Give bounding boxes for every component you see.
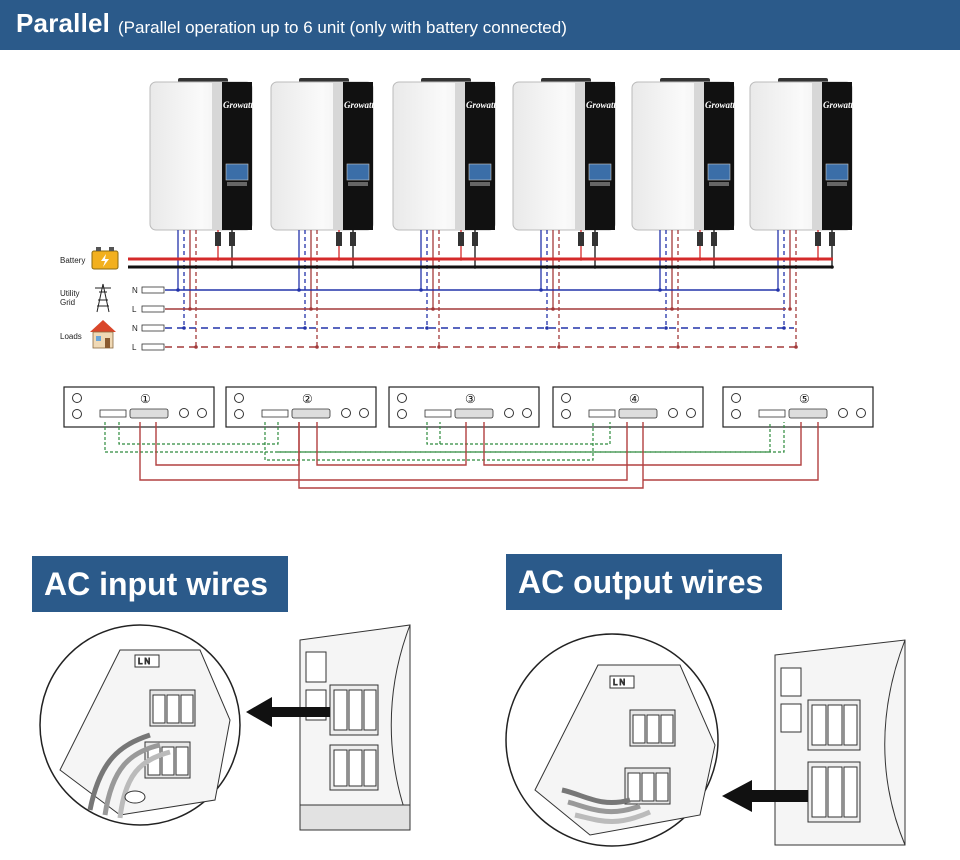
ac-input-arrow-icon bbox=[246, 697, 330, 727]
bus-lines bbox=[128, 257, 833, 348]
page-title: Parallel bbox=[16, 8, 111, 38]
utility-tower-icon bbox=[95, 283, 111, 313]
green-signal-wire-3 bbox=[264, 422, 594, 461]
bus-terminal-label: N bbox=[132, 286, 138, 295]
legend: Battery Utility Grid Loads N L N L bbox=[60, 247, 165, 352]
inverter-unit: Growatt bbox=[270, 78, 375, 349]
ac-input-banner: AC input wires bbox=[32, 556, 288, 612]
utility-grid-label-2: Grid bbox=[60, 298, 75, 307]
red-signal-wire-1 bbox=[139, 422, 628, 481]
inverter-unit: Growatt bbox=[749, 78, 854, 349]
loads-label: Loads bbox=[60, 332, 82, 341]
green-signal-wire-5 bbox=[440, 422, 611, 445]
parallel-board-number: ③ bbox=[465, 392, 476, 406]
inverter-brand-logo: Growatt bbox=[466, 100, 497, 110]
bus-terminal-block bbox=[141, 286, 165, 294]
parallel-signal-wiring bbox=[104, 422, 819, 489]
inverter-brand-logo: Growatt bbox=[223, 100, 254, 110]
parallel-board-number: ④ bbox=[629, 392, 640, 406]
inverter-screen bbox=[225, 163, 249, 181]
bus-terminals: N L N L bbox=[132, 286, 165, 352]
bus-terminal-label: N bbox=[132, 324, 138, 333]
ac-output-illustration: L N bbox=[505, 633, 906, 847]
ac-input-illustration: L N bbox=[39, 624, 411, 831]
inverter-screen bbox=[825, 163, 849, 181]
ac-output-ln-marker: L N bbox=[613, 678, 625, 687]
bus-terminal-block bbox=[141, 324, 165, 332]
ac-output-banner: AC output wires bbox=[506, 554, 782, 610]
red-signal-wire-6 bbox=[643, 422, 819, 481]
inverter-brand-logo: Growatt bbox=[705, 100, 736, 110]
inverter-unit: Growatt bbox=[631, 78, 736, 349]
inverter-brand-logo: Growatt bbox=[586, 100, 617, 110]
house-icon bbox=[90, 320, 116, 349]
battery-icon bbox=[91, 247, 119, 270]
inverter-brand-logo: Growatt bbox=[823, 100, 854, 110]
ac-input-ln-marker: L N bbox=[138, 657, 150, 666]
inverter-screen bbox=[707, 163, 731, 181]
green-signal-wire-1 bbox=[104, 422, 771, 453]
ac-input-terminal-closeup: L N bbox=[59, 649, 231, 819]
red-signal-wire-4 bbox=[316, 422, 467, 466]
ac-input-inverter-side bbox=[299, 624, 411, 831]
red-signal-wire-3 bbox=[298, 422, 644, 489]
bus-terminal-label: L bbox=[132, 343, 137, 352]
bus-terminal-block bbox=[141, 305, 165, 313]
parallel-board-number: ② bbox=[302, 392, 313, 406]
green-signal-wire-6 bbox=[278, 422, 785, 453]
page-header: Parallel (Parallel operation up to 6 uni… bbox=[0, 0, 960, 50]
bus-terminal-block bbox=[141, 343, 165, 351]
red-signal-wire-5 bbox=[483, 422, 802, 466]
inverter-screen bbox=[588, 163, 612, 181]
parallel-board: ③ bbox=[388, 386, 540, 428]
green-signal-wire-4 bbox=[426, 422, 441, 445]
battery-label: Battery bbox=[60, 256, 85, 265]
green-signal-wire-2 bbox=[118, 422, 279, 445]
page-subtitle: (Parallel operation up to 6 unit (only w… bbox=[118, 18, 567, 37]
parallel-board: ② bbox=[225, 386, 377, 428]
parallel-board-number: ① bbox=[140, 392, 151, 406]
utility-grid-label-1: Utility bbox=[60, 289, 80, 298]
inverter-unit: Growatt bbox=[512, 78, 617, 349]
ac-output-terminal-closeup: L N bbox=[534, 664, 716, 836]
parallel-board-number: ⑤ bbox=[799, 392, 810, 406]
inverter-brand-logo: Growatt bbox=[344, 100, 375, 110]
parallel-boards: ① ② ③ ④ ⑤ bbox=[63, 386, 874, 428]
inverter-unit: Growatt bbox=[149, 78, 254, 349]
bus-terminal-label: L bbox=[132, 305, 137, 314]
parallel-board: ④ bbox=[552, 386, 704, 428]
inverter-screen bbox=[468, 163, 492, 181]
ac-output-inverter-side bbox=[774, 639, 906, 846]
parallel-board: ① bbox=[63, 386, 215, 428]
inverter-unit: Growatt bbox=[392, 78, 497, 349]
parallel-board: ⑤ bbox=[722, 386, 874, 428]
inverter-screen bbox=[346, 163, 370, 181]
ac-output-arrow-icon bbox=[722, 780, 808, 812]
inverter-row: Growatt Growatt Growatt Growatt Growatt Growa… bbox=[149, 78, 854, 349]
